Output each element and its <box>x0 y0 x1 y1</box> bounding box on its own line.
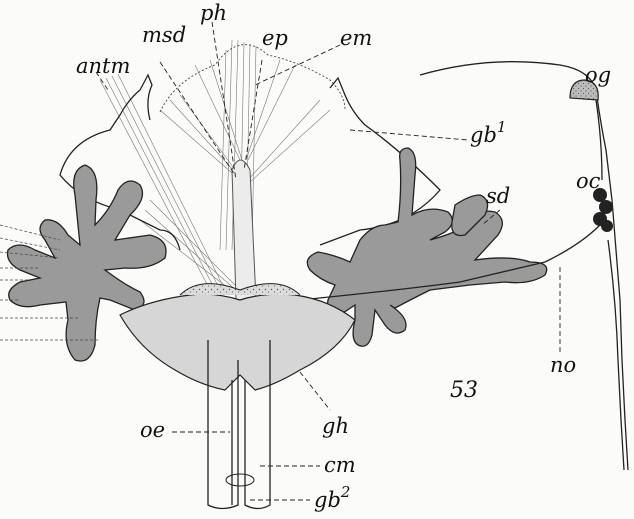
figure-number: 53 <box>450 378 478 403</box>
label-gb1: gb1 <box>470 118 506 147</box>
label-gb2-base: gb <box>314 488 341 512</box>
label-cm: cm <box>324 453 356 477</box>
ocelli-cluster <box>593 188 613 232</box>
label-gb2: gb2 <box>314 483 350 512</box>
label-oe: oe <box>140 418 165 442</box>
label-sd: sd <box>486 184 510 208</box>
label-gb2-sup: 2 <box>340 483 351 501</box>
label-gh: gh <box>322 414 349 438</box>
label-no: no <box>550 353 576 377</box>
label-og: og <box>585 63 611 87</box>
label-ep: ep <box>262 26 288 50</box>
label-antm: antm <box>76 54 130 78</box>
label-gb1-base: gb <box>470 123 497 147</box>
body-outline-right-inner <box>596 100 624 470</box>
epipharynx-outline <box>160 45 345 112</box>
label-gb1-sup: 1 <box>497 118 507 136</box>
label-em: em <box>340 26 372 50</box>
label-msd: msd <box>142 23 186 47</box>
label-ph: ph <box>200 1 227 25</box>
label-oc: oc <box>576 169 601 193</box>
